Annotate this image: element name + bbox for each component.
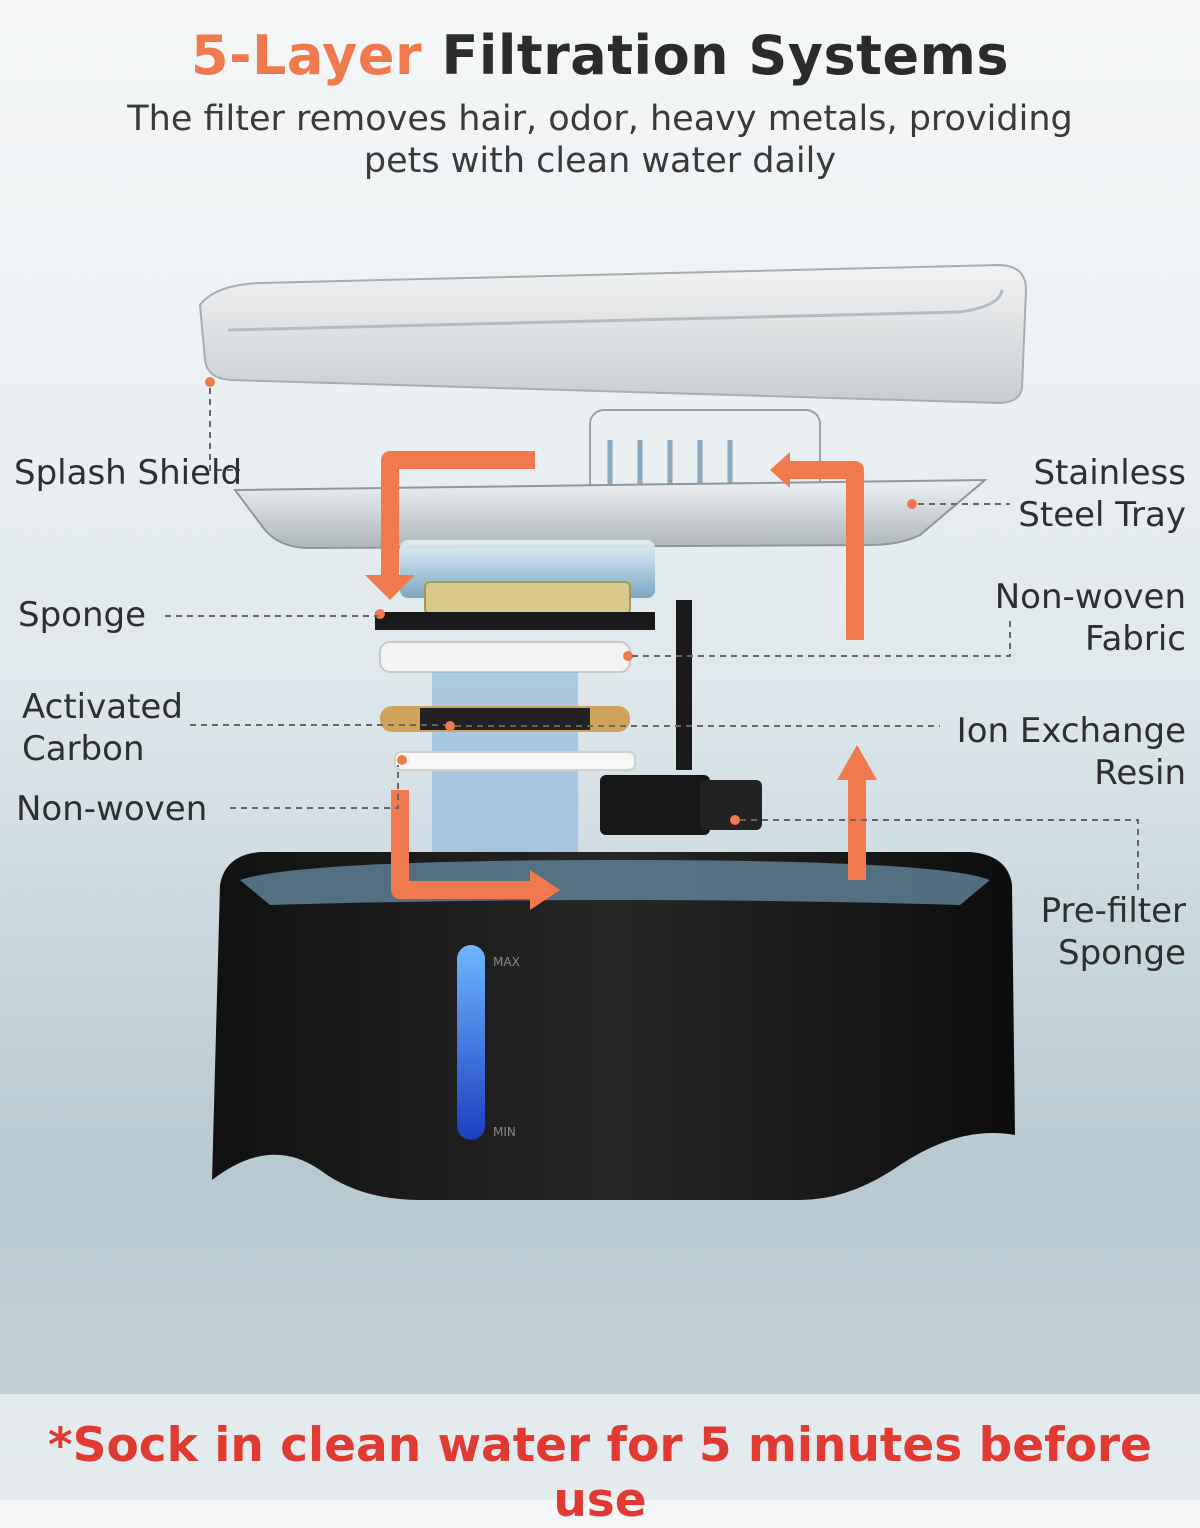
nonwoven-fabric-layer	[379, 641, 631, 673]
label-prefilter-line1: Pre-filter	[1040, 891, 1186, 931]
label-nonwoven-fabric-line2: Fabric	[1085, 619, 1186, 659]
splash-shield-part	[198, 263, 1028, 405]
label-nonwoven: Non-woven	[16, 789, 208, 829]
spout-part	[589, 409, 821, 505]
arrow-heads	[365, 452, 877, 910]
label-activated-line1: Activated	[22, 687, 183, 727]
pump-part	[600, 600, 762, 835]
gauge-min-label: MIN	[493, 1125, 516, 1139]
gauge-max-label: MAX	[493, 955, 520, 969]
title-highlight: 5-Layer	[191, 24, 423, 87]
nonwoven-layer	[394, 751, 636, 771]
label-stainless-line2: Steel Tray	[1018, 495, 1186, 535]
footer-notice-bar: *Sock in clean water for 5 minutes befor…	[0, 1394, 1200, 1528]
flow-arrow-down-left	[381, 451, 535, 575]
label-activated-line2: Carbon	[22, 729, 145, 769]
stainless-tray-part	[233, 478, 988, 550]
label-ion-exchange-resin: Ion Exchange Resin	[957, 710, 1186, 794]
label-prefilter-sponge: Pre-filter Sponge	[1041, 890, 1186, 974]
label-stainless-line1: Stainless	[1033, 453, 1186, 493]
leader-lines	[165, 388, 1139, 890]
label-nonwoven-fabric: Non-woven Fabric	[995, 576, 1186, 660]
fountain-base	[212, 852, 1015, 1200]
label-stainless-steel-tray: Stainless Steel Tray	[1018, 452, 1186, 536]
page-title: 5-Layer Filtration Systems	[0, 24, 1200, 87]
filter-cartridge-part	[424, 581, 631, 615]
subtitle-line1: The filter removes hair, odor, heavy met…	[127, 99, 1073, 139]
sponge-layer	[375, 612, 655, 630]
label-sponge: Sponge	[18, 595, 147, 635]
label-splash-shield: Splash Shield	[14, 453, 243, 493]
flow-arrow-top-right	[790, 461, 864, 640]
flow-arrows	[381, 451, 866, 899]
label-activated-carbon: Activated Carbon	[22, 686, 183, 770]
label-ion-line2: Resin	[1094, 753, 1186, 793]
label-nonwoven-fabric-line1: Non-woven	[994, 577, 1186, 617]
label-ion-line1: Ion Exchange	[956, 711, 1186, 751]
footer-notice: *Sock in clean water for 5 minutes befor…	[48, 1418, 1152, 1528]
water-level-gauge	[457, 945, 485, 1140]
title-rest: Filtration Systems	[441, 24, 1009, 87]
subtitle: The filter removes hair, odor, heavy met…	[80, 98, 1120, 182]
activated-carbon-layer	[380, 706, 630, 732]
flow-arrow-bottom	[391, 790, 530, 899]
subtitle-line2: pets with clean water daily	[363, 141, 837, 181]
label-prefilter-line2: Sponge	[1057, 933, 1186, 973]
